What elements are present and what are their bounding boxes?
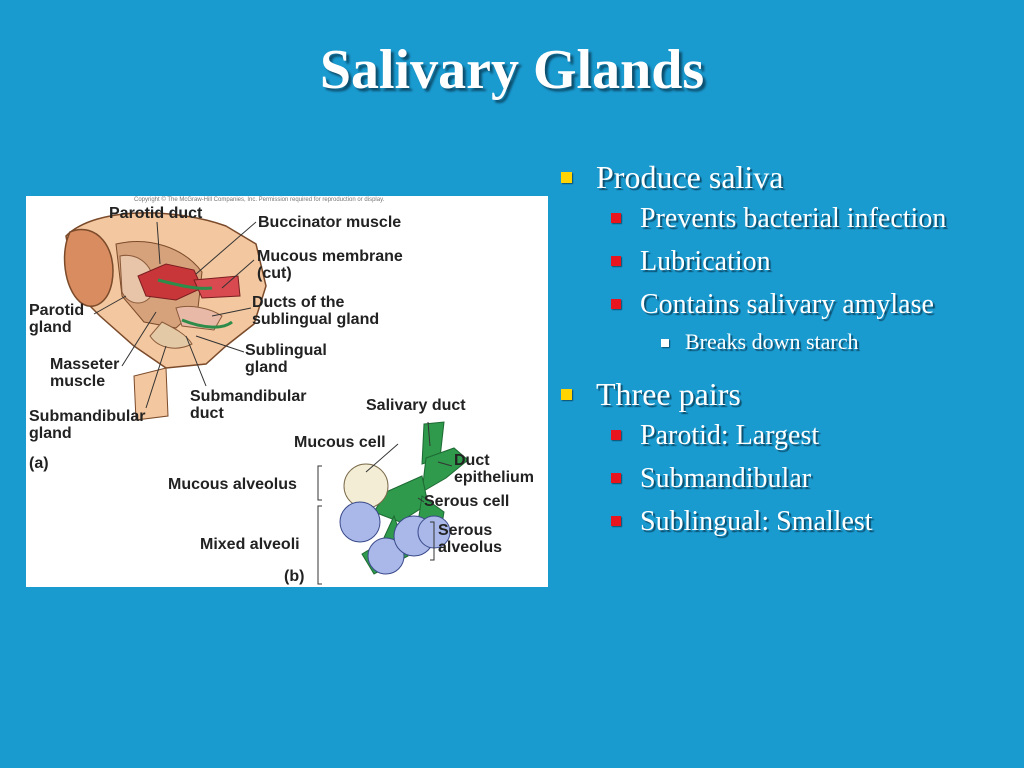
label-parotid-duct: Parotid duct — [109, 205, 203, 222]
red-square-bullet-icon — [611, 516, 621, 526]
yellow-square-bullet-icon — [561, 172, 572, 183]
label-parotid-gland: Parotid gland — [29, 302, 85, 336]
label-submandibular-gland: Submandibular gland — [29, 408, 146, 442]
label-sublingual-gland: Sublingual gland — [245, 342, 327, 376]
red-square-bullet-icon — [611, 473, 621, 483]
red-square-bullet-icon — [611, 213, 621, 223]
slide-title: Salivary Glands — [319, 39, 705, 101]
label-ducts-sublingual-gland: Ducts of the sublingual gland — [252, 294, 380, 328]
label-salivary-duct: Salivary duct — [366, 397, 466, 414]
salivary-gland-figure: Copyright © The McGraw-Hill Companies, I… — [26, 196, 548, 587]
leader-lines-a — [93, 221, 257, 409]
label-panel-a: (a) — [29, 455, 49, 472]
bullet-list: Produce saliva Prevents bacterial infect… — [558, 150, 1013, 542]
bullet-three-pairs: Three pairs — [558, 375, 1013, 413]
label-serous-alveolus: Serous alveolus — [438, 522, 503, 556]
bullet-sublingual: Sublingual: Smallest — [558, 501, 1013, 542]
bullet-submandibular: Submandibular — [558, 458, 1013, 499]
label-panel-b: (b) — [284, 568, 305, 585]
bullet-prevents-infection: Prevents bacterial infection — [558, 198, 1013, 239]
label-submandibular-duct: Submandibular duct — [190, 388, 307, 422]
anatomy-illustration — [63, 212, 469, 585]
figure-copyright: Copyright © The McGraw-Hill Companies, I… — [134, 197, 385, 203]
red-square-bullet-icon — [611, 256, 621, 266]
label-mucous-membrane: Mucous membrane (cut) — [257, 248, 403, 282]
label-buccinator-muscle: Buccinator muscle — [258, 214, 402, 231]
label-mucous-alveolus: Mucous alveolus — [168, 476, 297, 493]
label-masseter-muscle: Masseter muscle — [50, 356, 120, 390]
label-mucous-cell: Mucous cell — [294, 434, 386, 451]
bullet-parotid: Parotid: Largest — [558, 415, 1013, 456]
yellow-square-bullet-icon — [561, 389, 572, 400]
red-square-bullet-icon — [611, 299, 621, 309]
white-square-bullet-icon — [661, 339, 669, 347]
label-serous-cell: Serous cell — [424, 493, 510, 510]
label-mixed-alveoli: Mixed alveoli — [200, 536, 300, 553]
red-square-bullet-icon — [611, 430, 621, 440]
leader-lines-b — [317, 421, 453, 585]
label-duct-epithelium: Duct epithelium — [454, 452, 535, 486]
bullet-breaks-down-starch: Breaks down starch — [558, 327, 1013, 357]
alveoli-drawing — [339, 421, 469, 575]
bullet-produce-saliva: Produce saliva — [558, 158, 1013, 196]
bullet-lubrication: Lubrication — [558, 241, 1013, 282]
head-anatomy-drawing — [63, 212, 267, 421]
bullet-contains-amylase: Contains salivary amylase — [558, 284, 1013, 325]
